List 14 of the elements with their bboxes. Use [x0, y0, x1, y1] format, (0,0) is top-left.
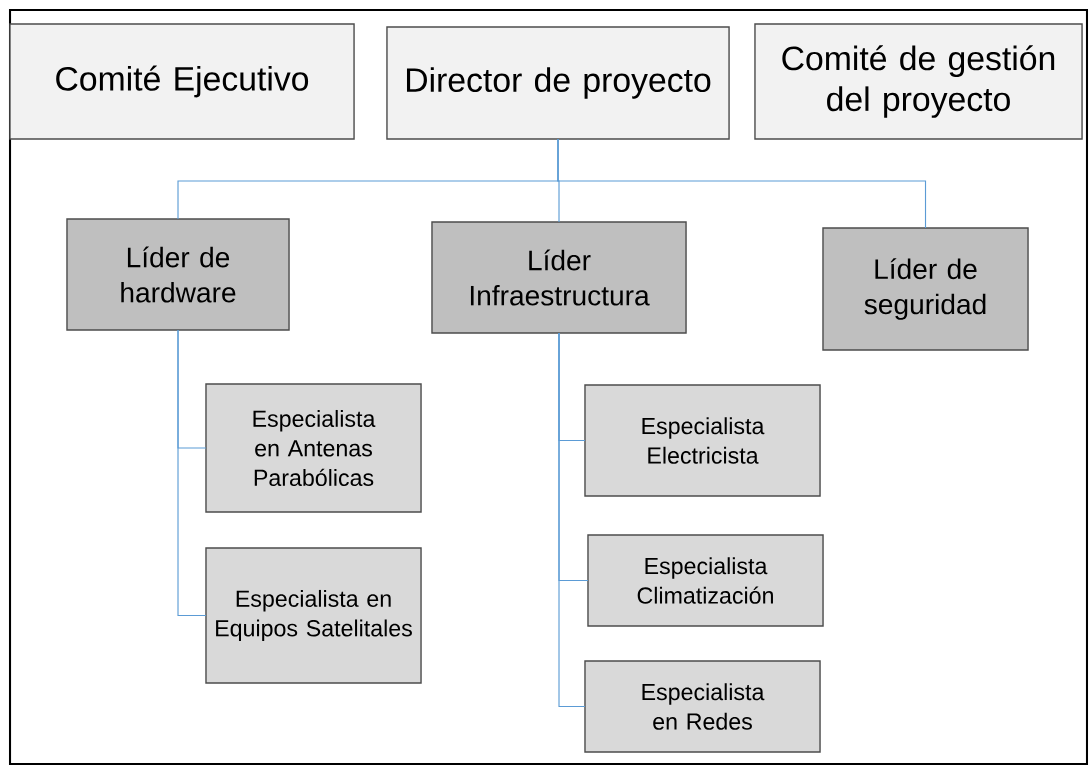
leader-box: Líder de hardware [66, 218, 290, 331]
title-box: Director de proyecto [386, 26, 730, 140]
specialist-box: Especialista en Antenas Parabólicas [205, 383, 422, 513]
connector-line [177, 329, 207, 617]
title-box: Comité Ejecutivo [9, 23, 355, 140]
leader-box: Líder de seguridad [822, 227, 1029, 351]
connector-line [557, 138, 927, 229]
specialist-box: Especialista Electricista [584, 384, 821, 497]
title-box: Comité de gestión del proyecto [754, 23, 1083, 140]
connector-line [558, 332, 586, 708]
specialist-box: Especialista en Equipos Satelitales [205, 547, 422, 684]
leader-box: Líder Infraestructura [431, 221, 687, 334]
specialist-box: Especialista en Redes [584, 660, 821, 753]
specialist-box: Especialista Climatización [587, 534, 824, 627]
